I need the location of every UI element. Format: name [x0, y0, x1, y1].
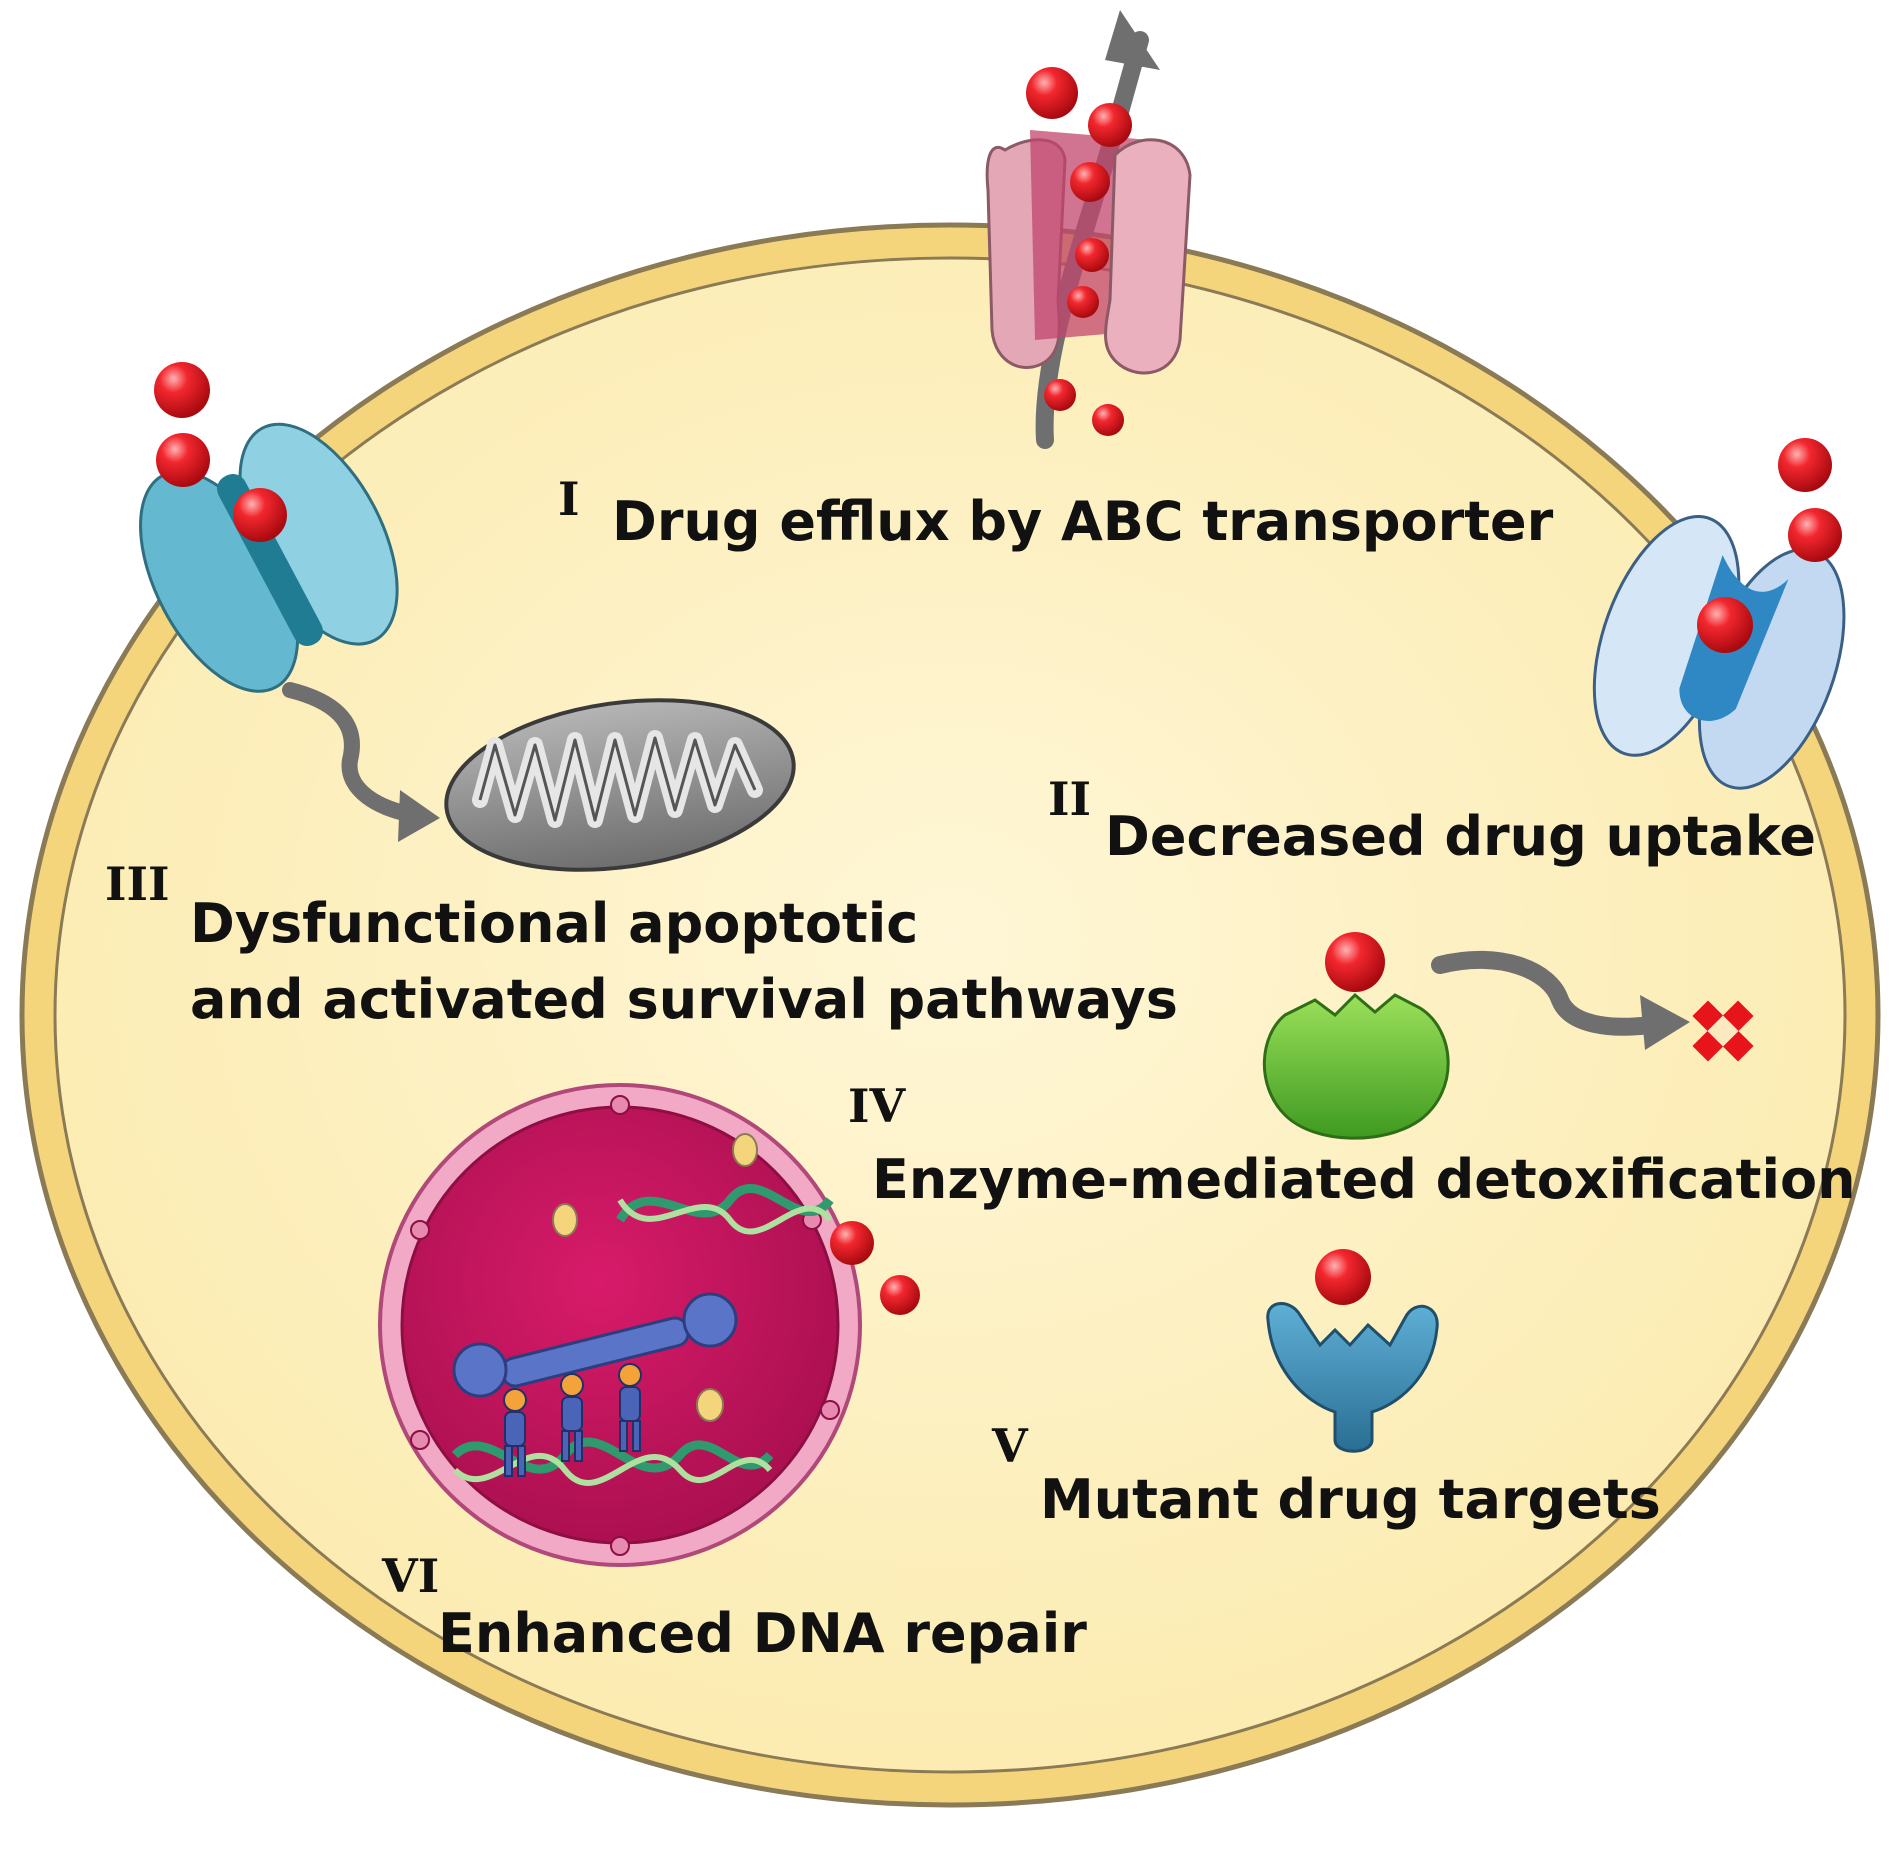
drug-molecule [1075, 238, 1109, 272]
drug-molecule [830, 1221, 874, 1265]
label-mutant-text: Mutant drug targets [1040, 1468, 1661, 1531]
numeral-ii: II [1048, 772, 1091, 826]
enzyme-body [1262, 992, 1450, 1140]
numeral-iv: IV [848, 1079, 907, 1133]
label-uptake: II Decreased drug uptake [1048, 772, 1816, 868]
label-apoptosis: III Dysfunctional apoptotic and activate… [105, 857, 1178, 1031]
label-uptake-text: Decreased drug uptake [1105, 805, 1816, 868]
detox-arrow [1431, 950, 1659, 1036]
drug-molecule [233, 488, 287, 542]
drug-molecule [1026, 67, 1078, 119]
label-detox-text: Enzyme-mediated detoxification [872, 1148, 1856, 1211]
nucleolus-icon [552, 1133, 758, 1422]
drug-molecule [1788, 508, 1842, 562]
drug-molecule [880, 1275, 920, 1315]
detox-arrow-head [1640, 995, 1690, 1050]
mitochondrion-cristae-outline [478, 736, 757, 822]
numeral-vi: VI [381, 1549, 439, 1603]
label-apoptosis-line1: Dysfunctional apoptotic [190, 892, 918, 955]
numeral-iii: III [105, 857, 170, 911]
label-detox: IV Enzyme-mediated detoxification [848, 1079, 1856, 1211]
abc-transporter-right-subunit [1104, 138, 1192, 375]
drug-molecule [154, 362, 210, 418]
signal-arrow [282, 682, 423, 823]
numeral-i: I [558, 472, 580, 526]
label-dna: VI Enhanced DNA repair [381, 1549, 1087, 1665]
wrench-icon [452, 1292, 738, 1398]
drug-molecule [1092, 404, 1124, 436]
label-apoptosis-line2: and activated survival pathways [190, 968, 1178, 1031]
drug-molecule [1697, 597, 1753, 653]
label-efflux: I Drug efflux by ABC transporter [558, 472, 1554, 553]
drug-molecule [1325, 932, 1385, 992]
drug-molecule [1088, 103, 1132, 147]
mutant-receptor [1266, 1302, 1439, 1453]
numeral-v: V [991, 1419, 1029, 1473]
drug-molecule [1778, 438, 1832, 492]
mutant-target [1266, 1249, 1439, 1453]
mitochondrion [444, 698, 796, 872]
drug-molecule [156, 433, 210, 487]
repair-worker-icon [503, 1363, 642, 1477]
label-efflux-text: Drug efflux by ABC transporter [612, 490, 1554, 553]
detox-enzyme [1262, 932, 1754, 1140]
label-dna-text: Enhanced DNA repair [438, 1602, 1087, 1665]
label-mutant: V Mutant drug targets [991, 1419, 1661, 1531]
drug-molecule [1070, 162, 1110, 202]
efflux-arrow-head [1105, 10, 1160, 70]
nucleus [378, 1083, 862, 1567]
drug-molecule [1044, 379, 1076, 411]
dna-helix-upper-strand2 [617, 1198, 833, 1235]
drug-molecule [1067, 286, 1099, 318]
drug-molecule [1315, 1249, 1371, 1305]
signal-arrow-head [398, 790, 440, 842]
abc-transporter [985, 10, 1192, 449]
